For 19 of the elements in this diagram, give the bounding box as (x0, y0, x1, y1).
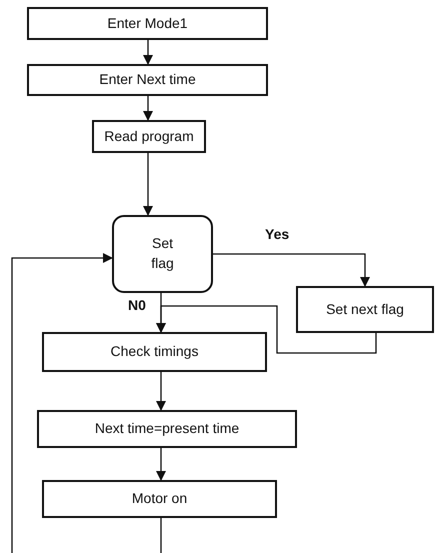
arrow (143, 153, 153, 216)
arrow (156, 305, 377, 354)
process-box: Read program (92, 120, 206, 153)
process-box: Next time=present time (37, 410, 297, 448)
process-box: Set next flag (296, 286, 434, 333)
edge-label: N0 (128, 297, 146, 313)
process-rounded-box: Set flag (112, 215, 213, 293)
arrow (213, 253, 370, 287)
arrow (143, 40, 153, 65)
arrow (143, 96, 153, 121)
process-box: Enter Mode1 (27, 7, 268, 40)
process-box: Motor on (42, 480, 277, 518)
connector-line (160, 518, 162, 553)
process-box: Check timings (42, 332, 267, 372)
arrow (156, 372, 166, 411)
arrow (156, 448, 166, 481)
process-box: Enter Next time (27, 64, 268, 96)
arrow (11, 253, 113, 553)
edge-label: Yes (265, 226, 290, 242)
